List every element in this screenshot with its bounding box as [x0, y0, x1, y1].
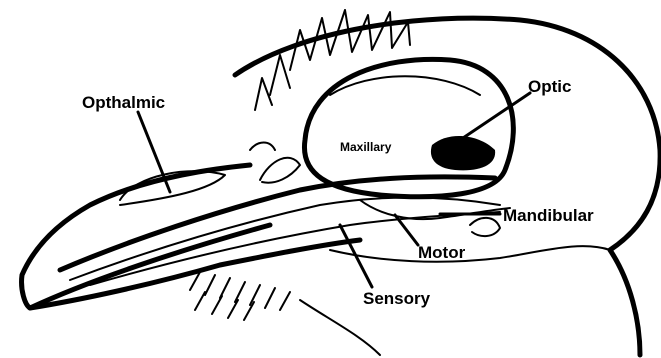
- optic-nerve-mass: [431, 136, 495, 170]
- throat-outline: [300, 300, 380, 355]
- lower-beak: [30, 240, 360, 308]
- head-outline: [235, 18, 660, 355]
- jaw-line: [330, 246, 610, 262]
- label-mandibular: Mandibular: [503, 206, 594, 225]
- optic-leader: [460, 93, 530, 140]
- ear-opening: [470, 218, 500, 236]
- label-sensory: Sensory: [363, 289, 431, 308]
- label-opthalmic: Opthalmic: [82, 93, 165, 112]
- label-maxillary: Maxillary: [340, 140, 392, 154]
- sensory-leader: [340, 225, 372, 287]
- label-optic: Optic: [528, 77, 571, 96]
- eye-orbit-inner: [330, 76, 480, 95]
- throat-feathers: [190, 272, 290, 320]
- label-motor: Motor: [418, 243, 466, 262]
